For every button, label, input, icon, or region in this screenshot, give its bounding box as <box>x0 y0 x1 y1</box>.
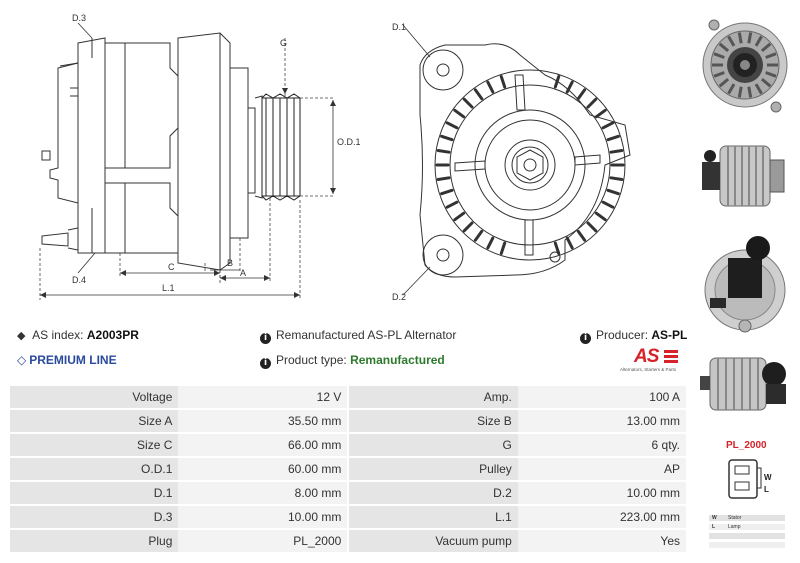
info-icon: i <box>260 358 271 369</box>
label-d4: D.4 <box>72 275 87 285</box>
spec-gap <box>347 482 350 504</box>
producer: i Producer: AS-PL <box>580 328 687 344</box>
spec-label: Size B <box>349 410 518 432</box>
spec-value: PL_2000 <box>178 530 348 552</box>
spec-value: 35.50 mm <box>178 410 348 432</box>
product-type-value: Remanufactured <box>350 353 445 367</box>
spec-label: Size C <box>10 434 179 456</box>
spec-label: Vacuum pump <box>349 530 518 552</box>
spec-gap <box>347 530 350 552</box>
spec-value: 66.00 mm <box>178 434 348 456</box>
diamond-icon: ◇ <box>17 353 27 367</box>
label-c: C <box>168 262 175 272</box>
product-type-label: Product type: <box>276 353 347 367</box>
label-d2: D.2 <box>392 292 407 302</box>
spec-gap <box>347 506 350 528</box>
plug-legend-row <box>709 533 785 539</box>
spec-label: Voltage <box>10 386 179 408</box>
spec-gap <box>347 434 350 456</box>
producer-value: AS-PL <box>651 328 688 342</box>
pin-w: W <box>764 473 772 482</box>
spec-value: 6 qty. <box>517 434 686 456</box>
plug-legend-code: W <box>712 515 717 521</box>
spec-label: D.2 <box>349 482 518 504</box>
info-icon: i <box>260 333 271 344</box>
spec-value: 10.00 mm <box>178 506 348 528</box>
photo-rear-view <box>704 236 786 333</box>
spec-label: Amp. <box>349 386 518 408</box>
spec-label: O.D.1 <box>10 458 179 480</box>
spec-gap <box>347 410 350 432</box>
plug-legend-desc: Lamp <box>728 524 741 530</box>
premium-line-text: PREMIUM LINE <box>29 353 117 367</box>
spec-value: 13.00 mm <box>517 410 686 432</box>
plug-legend-code: L <box>712 524 716 530</box>
photo-top-view <box>700 357 786 411</box>
spec-value: Yes <box>517 530 686 552</box>
spec-value: 100 A <box>517 386 686 408</box>
as-index-label: AS index: <box>32 328 84 342</box>
logo-tagline: Alternators, Starters & Parts <box>620 367 677 372</box>
photo-side-view <box>702 145 785 207</box>
spec-value: 10.00 mm <box>517 482 686 504</box>
description-text: Remanufactured AS-PL Alternator <box>276 328 457 342</box>
plug-legend-desc: Stator <box>728 515 742 521</box>
plug-legend-row <box>709 542 785 548</box>
producer-label: Producer: <box>596 328 649 342</box>
label-a: A <box>240 268 247 278</box>
label-d1: D.1 <box>392 22 407 32</box>
label-b: B <box>227 258 234 268</box>
description: i Remanufactured AS-PL Alternator <box>260 328 456 344</box>
photo-front-view <box>702 19 788 113</box>
as-index: ◆ AS index: A2003PR <box>17 328 139 342</box>
spec-gap <box>347 386 350 408</box>
label-l1: L.1 <box>162 283 175 293</box>
side-view-drawing <box>39 22 336 300</box>
spec-value: 8.00 mm <box>178 482 348 504</box>
spec-gap <box>347 458 350 480</box>
info-icon: i <box>580 333 591 344</box>
pin-l: L <box>764 485 769 494</box>
spec-value: 223.00 mm <box>517 506 686 528</box>
as-pl-logo: AS Alternators, Starters & Parts <box>620 346 688 374</box>
spec-value: 60.00 mm <box>178 458 348 480</box>
plug-diagram-icon <box>728 459 762 499</box>
spec-label: D.1 <box>10 482 179 504</box>
spec-label: Size A <box>10 410 179 432</box>
tag-icon: ◆ <box>17 330 26 342</box>
plug-legend-row: L Lamp <box>709 524 785 530</box>
spec-value: 12 V <box>178 386 348 408</box>
spec-label: D.3 <box>10 506 179 528</box>
plug-legend-row: W Stator <box>709 515 785 521</box>
logo-text: AS <box>634 346 659 367</box>
spec-label: Pulley <box>349 458 518 480</box>
premium-line: ◇PREMIUM LINE <box>17 353 117 367</box>
as-index-value: A2003PR <box>86 328 139 342</box>
spec-label: L.1 <box>349 506 518 528</box>
label-d3: D.3 <box>72 13 87 23</box>
front-view-drawing <box>402 24 631 296</box>
spec-value: AP <box>517 458 686 480</box>
product-type: i Product type: Remanufactured <box>260 353 445 369</box>
spec-label: Plug <box>10 530 179 552</box>
label-od1: O.D.1 <box>337 137 361 147</box>
plug-name: PL_2000 <box>726 440 767 451</box>
spec-label: G <box>349 434 518 456</box>
label-g: G <box>280 38 288 48</box>
